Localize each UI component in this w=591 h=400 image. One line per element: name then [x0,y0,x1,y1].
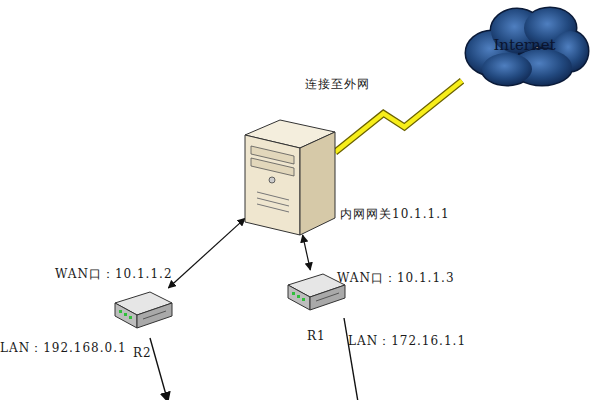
router: WAN口：10.1.1.3R1LAN：172.16.1.1 [283,270,348,317]
link-arrow [168,218,245,288]
link-arrow [303,235,311,270]
node-label: WAN口：10.1.1.2 [55,266,173,283]
node-label: R1 [307,329,326,343]
lightning-link [335,81,462,153]
node-label: R2 [133,346,152,360]
node-label: 内网网关10.1.1.1 [340,206,450,223]
router: WAN口：10.1.1.2R2LAN：192.168.0.1 [110,288,175,335]
router-icon [110,288,175,335]
node-label: Internet [462,36,587,54]
edge-label: 连接至外网 [305,76,370,93]
internet-cloud: Internet [462,3,587,88]
gateway-server-icon [245,120,335,235]
downlink-line [150,338,168,400]
node-label: WAN口：10.1.1.3 [337,270,455,287]
node-label: LAN：192.168.0.1 [0,340,127,357]
gateway-server: 内网网关10.1.1.1 [245,120,335,235]
node-label: LAN：172.16.1.1 [348,333,466,350]
downlink-line [344,318,358,400]
